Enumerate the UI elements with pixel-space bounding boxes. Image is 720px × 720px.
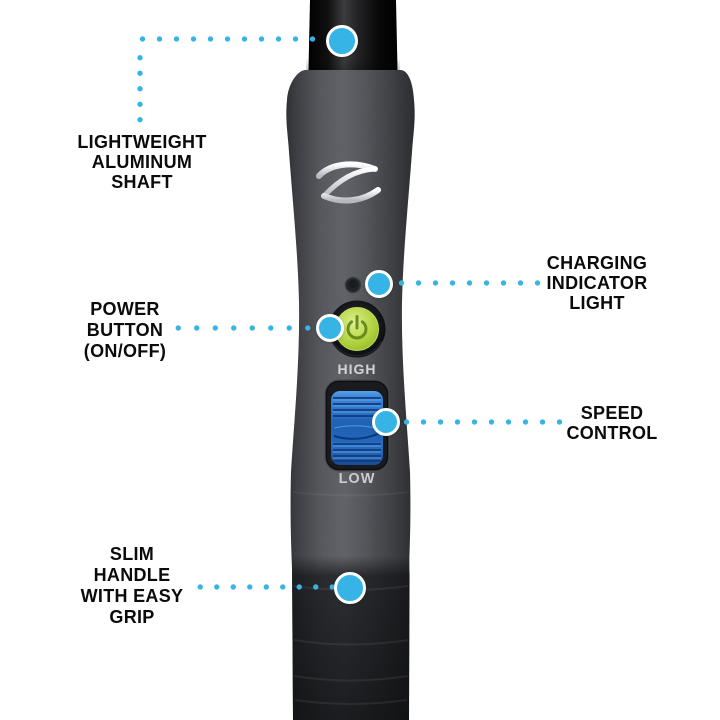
power-button: [328, 300, 386, 358]
power-marker-dot-icon: [316, 314, 344, 342]
high-label: HIGH: [338, 361, 377, 377]
callout-line-charging: [393, 280, 543, 286]
label-power-button: POWER BUTTON (ON/OFF): [83, 299, 167, 361]
callout-line-power: [169, 325, 330, 331]
charging-indicator-light: [344, 276, 362, 294]
power-icon: [346, 315, 368, 340]
grip-marker-dot-icon: [334, 572, 366, 604]
handle-seam: [292, 491, 410, 497]
label-lightweight-aluminum-shaft: LIGHTWEIGHT ALUMINUM SHAFT: [77, 132, 207, 192]
speed-slider: [324, 379, 390, 472]
charging-marker-dot-icon: [365, 270, 393, 298]
callout-line-shaft-horizontal: [134, 36, 334, 42]
slider-thumb-ridges: [333, 397, 381, 462]
speed-marker-dot-icon: [372, 408, 400, 436]
callout-line-shaft-vertical: [137, 50, 143, 130]
shaft-marker-dot-icon: [326, 25, 358, 57]
callout-line-grip: [192, 584, 342, 590]
label-speed-control: SPEED CONTROL: [566, 403, 658, 443]
label-slim-handle-grip: SLIM HANDLE WITH EASY GRIP: [80, 544, 184, 627]
label-charging-indicator-light: CHARGING INDICATOR LIGHT: [546, 253, 648, 313]
brand-logo-icon: [316, 161, 381, 204]
callout-line-speed: [398, 419, 563, 425]
low-label: LOW: [339, 471, 376, 487]
grip: [292, 556, 410, 720]
